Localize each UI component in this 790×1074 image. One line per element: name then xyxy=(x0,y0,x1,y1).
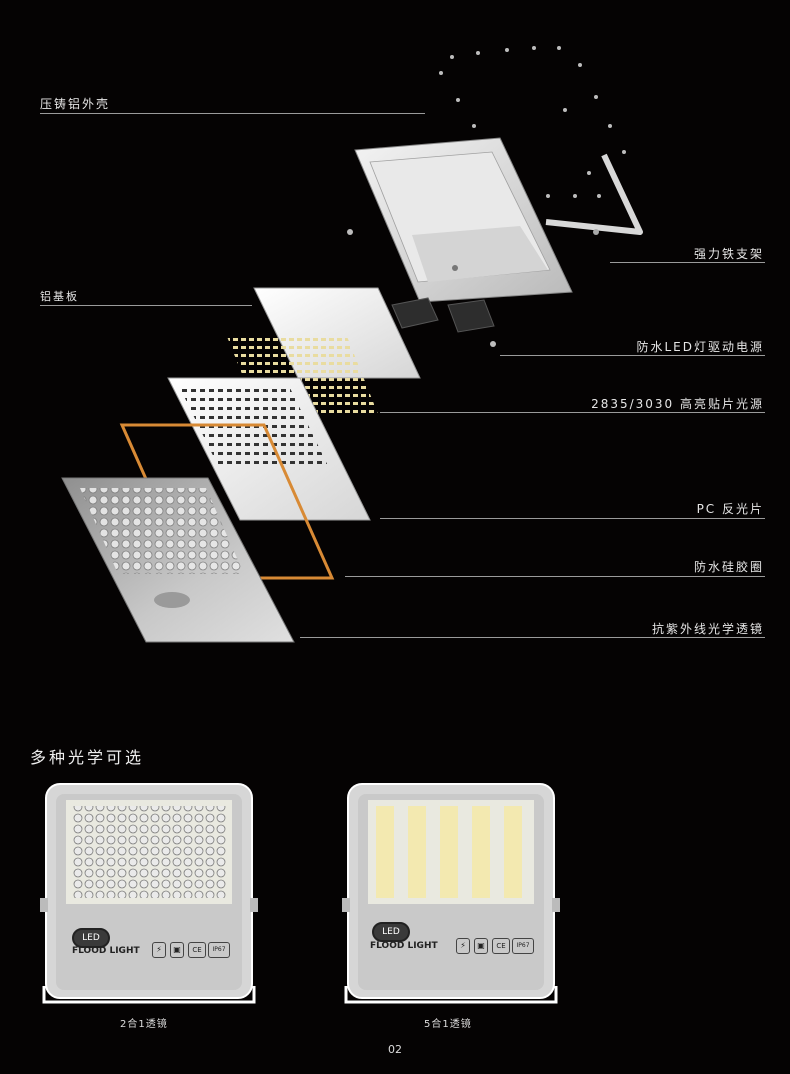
leader-gasket xyxy=(345,576,765,577)
label-aluminum-board: 铝基板 xyxy=(40,290,79,303)
ce-badge-2: CE xyxy=(492,938,510,954)
aluminum-housing xyxy=(354,137,573,303)
leader-lens xyxy=(300,637,765,638)
ce-badge-1: CE xyxy=(188,942,206,958)
label-smd: 2835/3030 高亮贴片光源 xyxy=(591,397,764,411)
led-logo-2: LED xyxy=(372,922,410,942)
section-title: 多种光学可选 xyxy=(30,748,145,767)
product-image-2 xyxy=(342,783,560,1004)
label-reflector: PC 反光片 xyxy=(696,502,764,516)
product-caption-1: 2合1透镜 xyxy=(120,1019,168,1030)
leader-driver xyxy=(500,355,765,356)
leader-housing xyxy=(40,113,425,114)
shield-icon-2: ▣ xyxy=(474,938,488,954)
label-lens: 抗紫外线光学透镜 xyxy=(651,622,764,636)
label-gasket: 防水硅胶圈 xyxy=(693,560,764,574)
iron-bracket xyxy=(545,153,643,235)
ip-badge-2: IP67 xyxy=(512,938,534,954)
screws xyxy=(347,46,626,347)
label-driver: 防水LED灯驱动电源 xyxy=(636,340,764,354)
label-bracket: 强力铁支架 xyxy=(693,247,764,261)
ip-badge-1: IP67 xyxy=(208,942,230,958)
pc-reflector xyxy=(167,377,371,521)
leader-reflector xyxy=(380,518,765,519)
optical-lens xyxy=(61,477,295,643)
label-housing: 压铸铝外壳 xyxy=(40,97,111,111)
product-name-2: FLOOD LIGHT xyxy=(370,941,438,951)
lightning-icon-2: ⚡ xyxy=(456,938,470,954)
leader-smd xyxy=(380,412,765,413)
page-number: 02 xyxy=(388,1043,402,1056)
leader-aluminum-board xyxy=(40,305,252,306)
shield-icon-1: ▣ xyxy=(170,942,184,958)
leader-bracket xyxy=(610,262,765,263)
product-image-1 xyxy=(40,783,258,1004)
lightning-icon-1: ⚡ xyxy=(152,942,166,958)
product-name-1: FLOOD LIGHT xyxy=(72,946,140,956)
product-caption-2: 5合1透镜 xyxy=(424,1019,472,1030)
led-logo-1: LED xyxy=(72,928,110,948)
driver-boxes xyxy=(391,297,495,333)
